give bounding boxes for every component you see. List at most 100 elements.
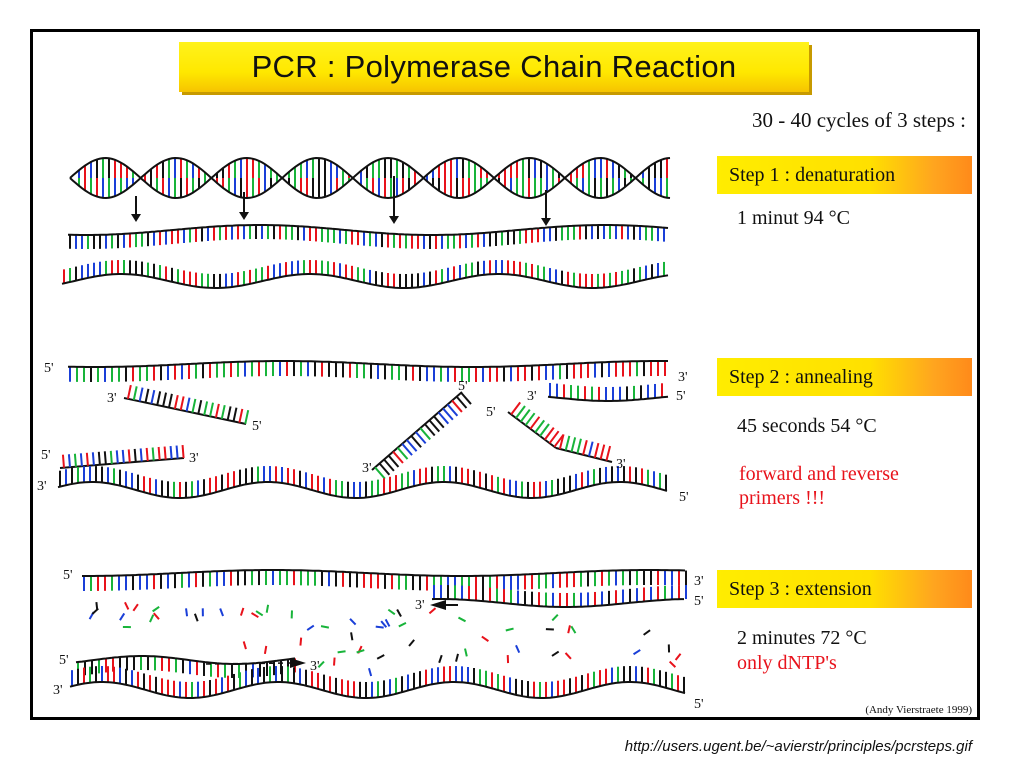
- dntp: [570, 625, 577, 634]
- arrow-down-icon: [541, 218, 551, 226]
- base-pair: [115, 450, 119, 464]
- label-3prime: 3': [415, 598, 425, 613]
- base-pair: [570, 437, 577, 453]
- extending-strand-top: [431, 598, 684, 608]
- dntp: [337, 650, 346, 654]
- dntp: [239, 607, 245, 616]
- arrow-down-icon: [239, 212, 249, 220]
- dntp: [152, 612, 160, 620]
- base-pair: [539, 423, 550, 437]
- dntp: [375, 625, 384, 629]
- label-5prime: 5': [676, 389, 686, 404]
- dntp: [551, 613, 559, 622]
- base-pair: [126, 384, 132, 400]
- dntp: [356, 649, 365, 654]
- base-pair: [543, 427, 555, 441]
- template-strand-top: [82, 569, 686, 577]
- base-pair: [424, 423, 436, 437]
- base-pair: [387, 454, 400, 468]
- base-pair: [401, 443, 413, 456]
- label-3prime: 3': [310, 659, 320, 674]
- base-pair: [138, 387, 144, 402]
- base-pair: [163, 446, 167, 460]
- dntp: [333, 657, 336, 666]
- dntp: [132, 603, 139, 612]
- dntp: [398, 621, 407, 628]
- label-5prime: 5': [63, 568, 73, 583]
- base-pair: [605, 445, 612, 461]
- label-3prime: 3': [362, 461, 372, 476]
- step-3-label: Step 3 : extension: [729, 577, 872, 600]
- primer-floating-1: [371, 391, 463, 471]
- step-1-banner: Step 1 : denaturation: [717, 156, 972, 194]
- step-3-condition: 2 minutes 72 °C: [737, 627, 867, 649]
- label-5prime: 5': [44, 361, 54, 376]
- base-pair: [534, 419, 546, 433]
- dntp: [481, 635, 489, 642]
- base-pair: [214, 403, 220, 418]
- step-3-note: only dNTP's: [737, 652, 837, 674]
- single-strand-bottom: [61, 273, 669, 289]
- credit: (Andy Vierstraete 1999): [865, 704, 972, 716]
- dntp: [193, 613, 199, 622]
- base-pair: [419, 427, 431, 441]
- label-5prime: 5': [486, 405, 496, 420]
- dntp: [515, 644, 521, 654]
- dntp: [674, 653, 682, 661]
- base-pair: [226, 406, 232, 421]
- dntp: [455, 653, 459, 662]
- dntp: [384, 618, 391, 627]
- template-strand-top: [67, 360, 668, 368]
- dntp: [387, 608, 396, 616]
- base-pair: [460, 392, 472, 405]
- source-url: http://users.ugent.be/~avierstr/principl…: [624, 738, 972, 755]
- base-pair: [156, 391, 162, 406]
- base-pair: [446, 403, 459, 417]
- base-pair: [175, 445, 179, 459]
- dntp: [95, 602, 99, 611]
- primer-annealed-left: [59, 457, 185, 469]
- base-pair: [433, 415, 445, 429]
- base-pair: [548, 430, 560, 444]
- label-3prime: 3': [37, 479, 47, 494]
- arrow-down-icon: [131, 214, 141, 222]
- dntp: [152, 605, 160, 613]
- label-5prime: 5': [694, 594, 704, 609]
- base-pair: [515, 405, 526, 419]
- dntp: [464, 648, 468, 657]
- page-title: PCR : Polymerase Chain Reaction: [251, 49, 737, 84]
- label-5prime: 5': [41, 448, 51, 463]
- extending-strand-bottom: [75, 655, 296, 665]
- base-pair: [203, 401, 209, 416]
- base-pair: [406, 439, 418, 452]
- base-pair: [529, 416, 541, 430]
- helix-strand: [69, 156, 671, 200]
- base-pair: [151, 447, 155, 461]
- base-pair: [97, 451, 101, 465]
- base-pair: [109, 450, 113, 464]
- arrow-down-icon: [389, 216, 399, 224]
- dntp: [265, 604, 270, 613]
- step-1-condition: 1 minut 94 °C: [737, 207, 851, 229]
- label-5prime: 5': [458, 379, 468, 394]
- label-3prime: 3': [527, 389, 537, 404]
- base-pair: [238, 408, 244, 423]
- dntp: [242, 641, 247, 650]
- label-5prime: 5': [694, 697, 704, 712]
- base-pair: [519, 409, 531, 423]
- base-pair: [564, 435, 571, 451]
- template-strand-bottom: [57, 481, 668, 499]
- base-pair: [558, 434, 565, 450]
- template-strand-bottom: [69, 681, 686, 699]
- base-pair: [79, 453, 83, 467]
- title-banner: PCR : Polymerase Chain Reaction: [179, 42, 809, 92]
- dntp: [317, 660, 325, 668]
- base-pair: [67, 454, 71, 468]
- dntp: [428, 607, 437, 615]
- primer-right: [547, 395, 669, 402]
- dntp: [320, 625, 330, 629]
- dntp: [350, 632, 354, 641]
- base-pair: [162, 392, 168, 407]
- label-3prime: 3': [189, 451, 199, 466]
